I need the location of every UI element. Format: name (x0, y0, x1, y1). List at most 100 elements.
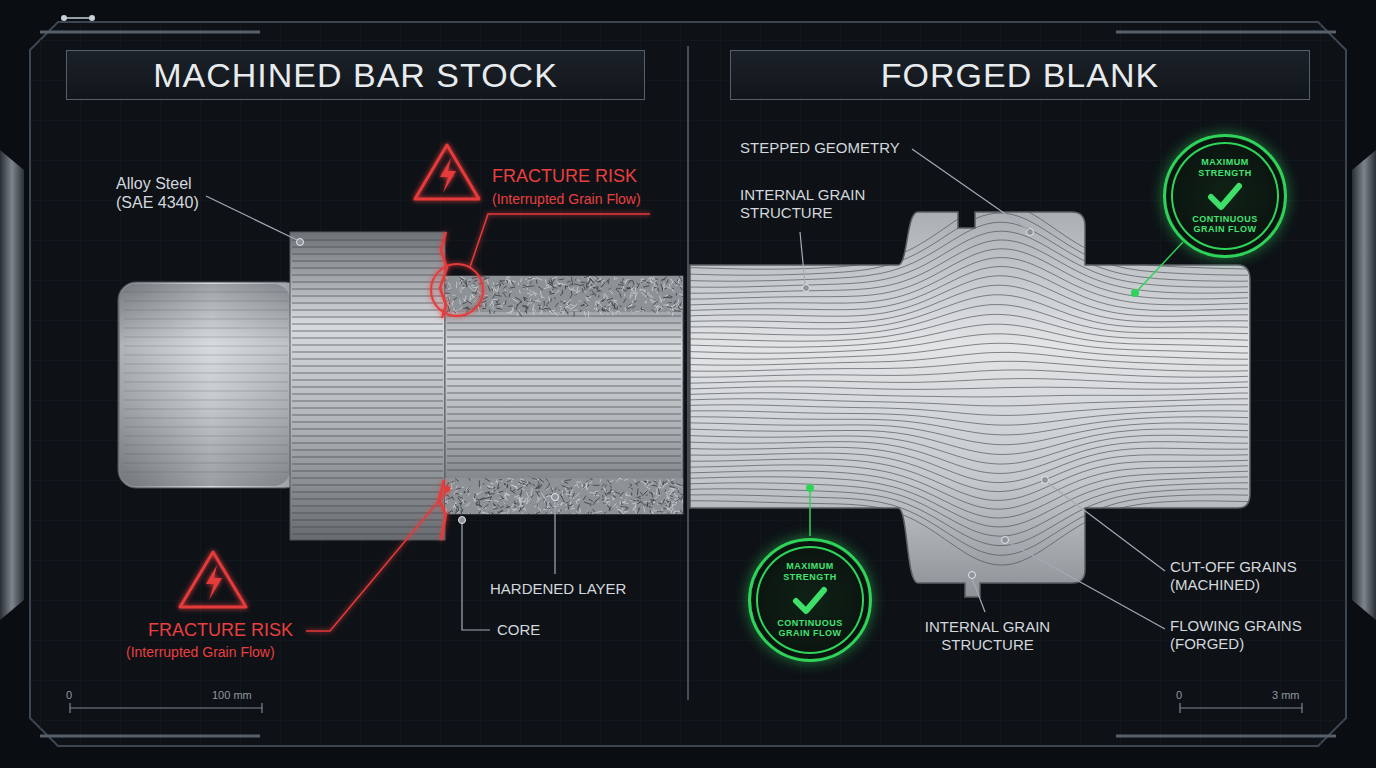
grain-line (624, 511, 629, 512)
grain-line (579, 300, 581, 302)
grain-line (483, 483, 484, 485)
grain-line (688, 405, 1248, 416)
leader-dots (803, 229, 1049, 579)
risk-note: (Interrupted Grain Flow) (492, 191, 641, 208)
badge-text: MAXIMUM STRENGTH (768, 561, 852, 582)
leader-lines (206, 196, 555, 630)
grain-line (673, 491, 677, 497)
grain-line (657, 495, 660, 496)
grain-line (661, 508, 664, 513)
grain-line (639, 497, 641, 499)
risk-label: FRACTURE RISK (492, 166, 637, 188)
grain-line (483, 277, 489, 280)
grain-line (538, 305, 541, 307)
grain-line (447, 372, 681, 373)
grain-line (486, 492, 489, 494)
grain-line (292, 247, 443, 248)
grain-line (610, 486, 612, 488)
grain-line (625, 508, 628, 511)
grain-line (688, 453, 1248, 492)
grain-line (460, 502, 461, 507)
grain-line (529, 482, 532, 485)
grain-line (493, 503, 496, 506)
grain-line (509, 293, 510, 297)
grain-line (584, 286, 586, 290)
grain-line (489, 512, 492, 514)
grain-line (688, 361, 1248, 371)
grain-line (493, 508, 498, 510)
grain-line (504, 503, 507, 506)
grain-line (511, 480, 512, 482)
grain-line (476, 499, 479, 501)
grain-line (452, 497, 454, 500)
forged-blank (690, 212, 1250, 597)
grain-line (644, 501, 649, 502)
grain-line (510, 287, 516, 288)
grain-line (663, 305, 668, 306)
grain-line (688, 267, 1248, 311)
grain-line (504, 483, 506, 488)
grain-line (475, 492, 479, 495)
grain-line (292, 408, 443, 409)
grain-line (641, 307, 642, 310)
risk-note: (Interrupted Grain Flow) (126, 644, 275, 661)
grain-line (596, 511, 602, 512)
grain-line (447, 414, 681, 415)
grain-line (521, 490, 522, 497)
grain-line (552, 277, 558, 279)
grain-line (570, 501, 571, 504)
grain-line (688, 387, 1248, 390)
grain-line (558, 509, 559, 511)
grain-line (447, 463, 681, 464)
grain-line (680, 485, 682, 487)
grain-line (637, 283, 639, 285)
scale-value: 0 (1176, 689, 1182, 702)
grain-line (575, 279, 577, 281)
grain-line (676, 512, 678, 514)
grain-line (688, 489, 1248, 546)
grain-line (516, 304, 518, 309)
grain-line (682, 485, 683, 487)
grain-line (468, 513, 470, 514)
grain-line (566, 488, 570, 489)
grain-line (528, 498, 531, 502)
grain-line (454, 489, 458, 494)
grain-line (292, 485, 443, 486)
grain-line (487, 280, 488, 285)
grain-line (688, 379, 1248, 384)
grain-line (484, 295, 488, 297)
grain-line (688, 495, 1248, 555)
grain-line (624, 503, 628, 504)
grain-line (657, 292, 661, 298)
grain-line (459, 280, 462, 284)
grain-line (546, 501, 548, 506)
grain-line (580, 284, 584, 285)
grain-line (676, 293, 677, 296)
grain-line (645, 301, 647, 304)
grain-line (586, 480, 588, 482)
grain-line (489, 310, 491, 315)
grain-line (447, 358, 681, 359)
grain-line (623, 298, 626, 303)
grain-line (601, 282, 605, 287)
grain-line (668, 311, 670, 313)
grain-line (662, 289, 664, 291)
grain-line (546, 479, 549, 482)
grain-line (577, 511, 579, 513)
grain-line (124, 427, 288, 428)
grain-line (544, 301, 545, 306)
grain-line (677, 488, 679, 493)
grain-line (645, 481, 649, 486)
badge-text: MAXIMUM STRENGTH (1183, 157, 1267, 178)
grain-line (555, 487, 557, 490)
grain-line (493, 299, 498, 300)
grain-line (493, 282, 494, 284)
grain-line (688, 305, 1248, 336)
grain-line (564, 482, 568, 484)
grain-line (517, 503, 519, 505)
grain-line (546, 495, 548, 496)
grain-line (513, 485, 518, 489)
grain-line (520, 493, 522, 495)
grain-line (607, 312, 611, 315)
